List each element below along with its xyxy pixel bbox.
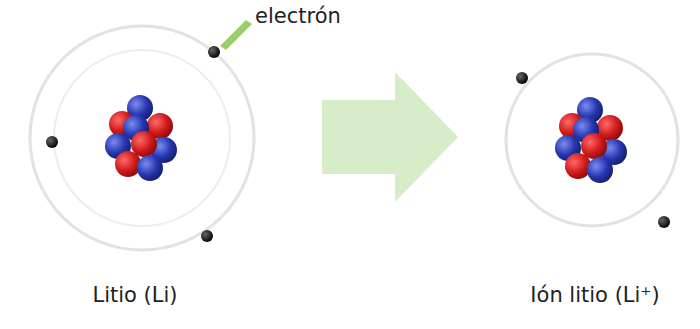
transition-arrow — [322, 72, 458, 202]
lithium-ion — [506, 54, 678, 228]
ion-caption: Ión litio (Li⁺) — [530, 283, 659, 308]
lithium-atom — [30, 26, 254, 250]
atom-caption: Litio (Li) — [92, 283, 177, 308]
callout-label: electrón — [255, 4, 341, 29]
leader-line — [220, 20, 252, 50]
